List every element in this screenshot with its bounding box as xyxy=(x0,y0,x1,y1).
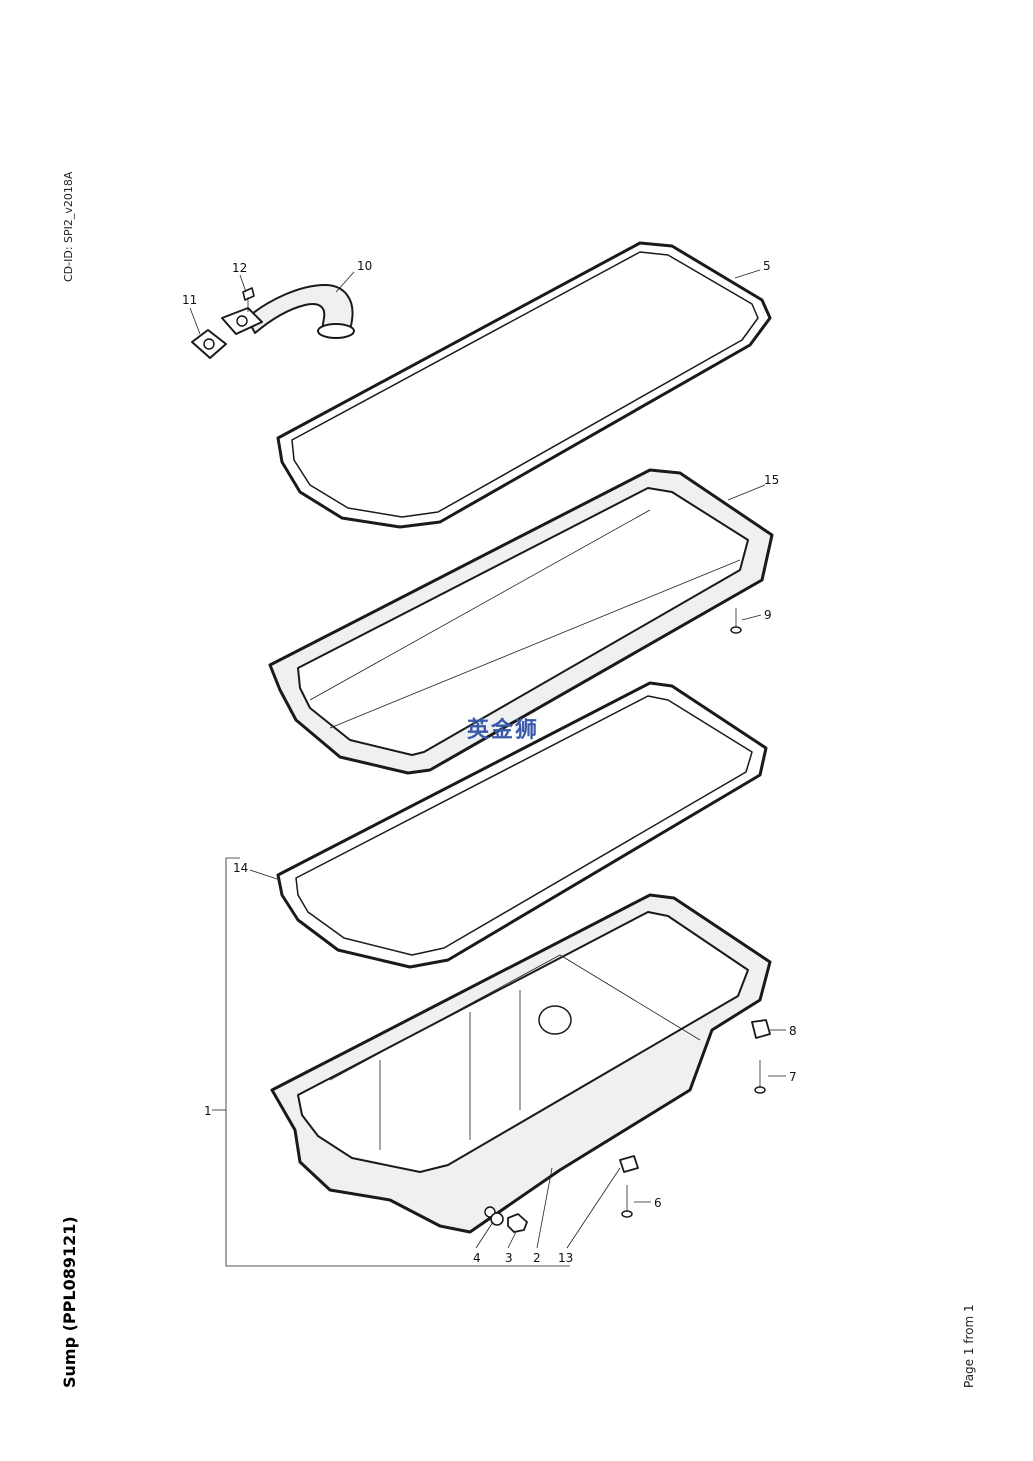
ladder-frame xyxy=(268,468,774,775)
oil-sump-pan xyxy=(270,893,772,1234)
pickup-gasket xyxy=(191,329,227,359)
callout-11: 11 xyxy=(182,293,197,307)
watermark: 英金狮 xyxy=(467,717,539,743)
bolt-spacer-6 xyxy=(619,1155,639,1218)
oil-pickup-pipe xyxy=(221,284,355,339)
bolt-9 xyxy=(730,608,742,634)
assembly-bracket xyxy=(225,857,570,1267)
lower-gasket xyxy=(276,681,768,969)
callout-10: 10 xyxy=(357,259,372,273)
top-gasket xyxy=(276,241,772,529)
drain-plug xyxy=(490,1212,528,1233)
callout-14: 14 xyxy=(233,861,248,875)
callout-3: 3 xyxy=(505,1251,513,1265)
bolt-spacer-7 xyxy=(751,1019,771,1094)
callout-1: 1 xyxy=(204,1104,212,1118)
callout-4: 4 xyxy=(473,1251,481,1265)
callout-5: 5 xyxy=(763,259,771,273)
callout-6: 6 xyxy=(654,1196,662,1210)
callout-8: 8 xyxy=(789,1024,797,1038)
callout-12: 12 xyxy=(232,261,247,275)
callout-2: 2 xyxy=(533,1251,541,1265)
callout-15: 15 xyxy=(764,473,779,487)
callout-9: 9 xyxy=(764,608,772,622)
callout-13: 13 xyxy=(558,1251,573,1265)
callout-7: 7 xyxy=(789,1070,797,1084)
